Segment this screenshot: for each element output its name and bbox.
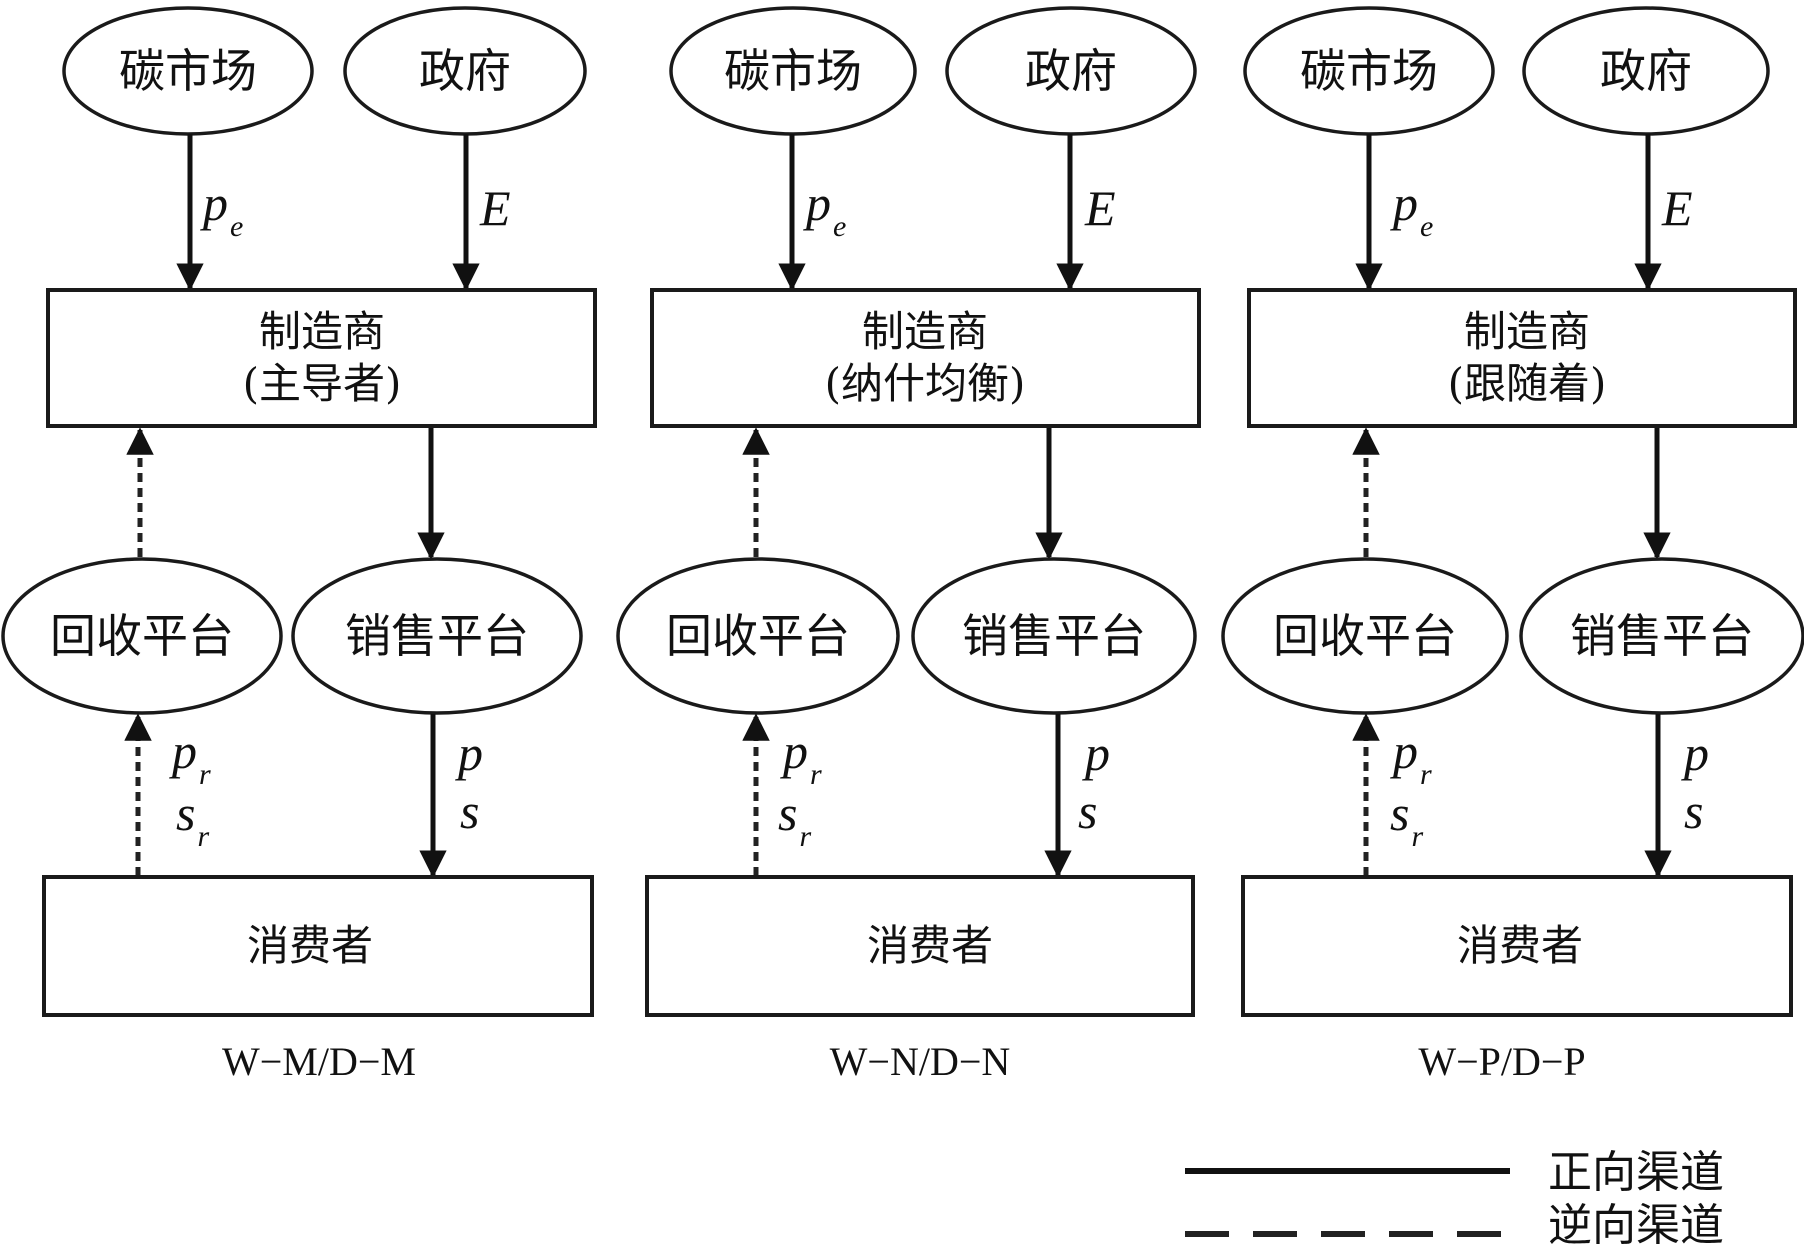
- consumer-box: [645, 875, 1195, 1017]
- recycle-service-symbol: sr: [778, 785, 811, 853]
- emission-cap-symbol: E: [1661, 180, 1693, 236]
- recycling-platform-label: 回收平台: [666, 609, 850, 663]
- recycle-service-symbol: sr: [176, 785, 209, 853]
- sale-service-symbol: s: [1078, 783, 1097, 839]
- manufacturer-box: [1247, 288, 1797, 428]
- sales-platform-label: 销售平台: [1570, 609, 1754, 663]
- manufacturer-label: 制造商: [1464, 307, 1590, 356]
- sales-platform-label: 销售平台: [962, 609, 1146, 663]
- legend: 正向渠道 逆向渠道: [1185, 1147, 1724, 1250]
- carbon-price-symbol: pe: [803, 175, 846, 243]
- sales-platform-label: 销售平台: [345, 609, 529, 663]
- sale-price-symbol: p: [1082, 725, 1110, 781]
- manufacturer-role: (主导者): [243, 359, 402, 408]
- recycling-platform-node: [616, 557, 900, 715]
- recycling-platform-node: [1221, 557, 1509, 715]
- carbon-price-symbol: pe: [200, 175, 243, 243]
- consumer-box: [42, 875, 594, 1017]
- recycle-service-symbol: sr: [1390, 785, 1423, 853]
- recycling-platform-label: 回收平台: [50, 609, 234, 663]
- recycle-price-symbol: pr: [169, 723, 211, 791]
- manufacturer-box: [650, 288, 1201, 428]
- sales-platform-node: [291, 557, 583, 715]
- sale-service-symbol: s: [460, 783, 479, 839]
- panel-wp-dp: 碳市场 政府 pe E 制造商 (跟随着) 回收平台 销售平台 pr sr p …: [1221, 6, 1804, 1084]
- carbon-price-symbol: pe: [1390, 175, 1433, 243]
- carbon-market-label: 碳市场: [724, 44, 862, 98]
- panel-label: W−P/D−P: [1418, 1039, 1585, 1084]
- legend-forward-label: 正向渠道: [1548, 1147, 1724, 1198]
- sales-platform-node: [911, 557, 1197, 715]
- government-label: 政府: [1025, 44, 1117, 98]
- government-label: 政府: [1600, 44, 1692, 98]
- emission-cap-symbol: E: [1084, 180, 1116, 236]
- consumer-box: [1241, 875, 1793, 1017]
- legend-reverse-label: 逆向渠道: [1548, 1200, 1724, 1250]
- sales-platform-node: [1519, 557, 1804, 715]
- carbon-market-label: 碳市场: [1300, 44, 1438, 98]
- manufacturer-role: (纳什均衡): [825, 359, 1026, 408]
- manufacturer-label: 制造商: [259, 307, 385, 356]
- consumer-label: 消费者: [247, 921, 373, 970]
- panel-label: W−M/D−M: [222, 1039, 416, 1084]
- consumer-label: 消费者: [867, 921, 993, 970]
- recycling-platform-label: 回收平台: [1273, 609, 1457, 663]
- government-label: 政府: [419, 44, 511, 98]
- recycle-price-symbol: pr: [1390, 723, 1432, 791]
- manufacturer-box: [46, 288, 597, 428]
- manufacturer-label: 制造商: [862, 307, 988, 356]
- carbon-market-label: 碳市场: [119, 44, 257, 98]
- panel-label: W−N/D−N: [830, 1039, 1011, 1084]
- emission-cap-symbol: E: [479, 180, 511, 236]
- consumer-label: 消费者: [1457, 921, 1583, 970]
- recycling-platform-node: [1, 557, 283, 715]
- panel-wm-dm: 碳市场 政府 pe E 制造商 (主导者) 回收平台 销售平台 pr sr p …: [1, 6, 597, 1084]
- sale-service-symbol: s: [1684, 783, 1703, 839]
- sale-price-symbol: p: [455, 725, 483, 781]
- recycle-price-symbol: pr: [780, 723, 822, 791]
- sale-price-symbol: p: [1681, 725, 1709, 781]
- panel-wn-dn: 碳市场 政府 pe E 制造商 (纳什均衡) 回收平台 销售平台 pr sr p…: [616, 6, 1201, 1084]
- manufacturer-role: (跟随着): [1448, 359, 1607, 408]
